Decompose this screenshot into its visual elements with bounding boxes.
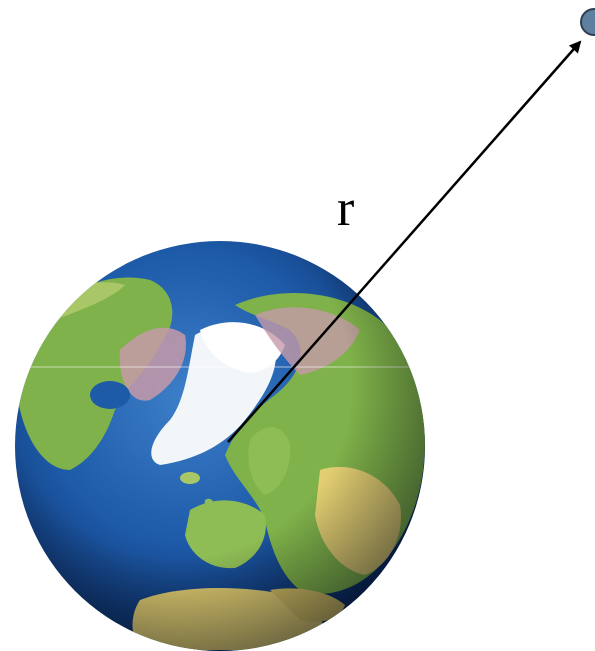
satellite-dot-icon (581, 9, 595, 35)
r-label: r (337, 180, 354, 237)
earth-globe-icon (15, 241, 425, 651)
